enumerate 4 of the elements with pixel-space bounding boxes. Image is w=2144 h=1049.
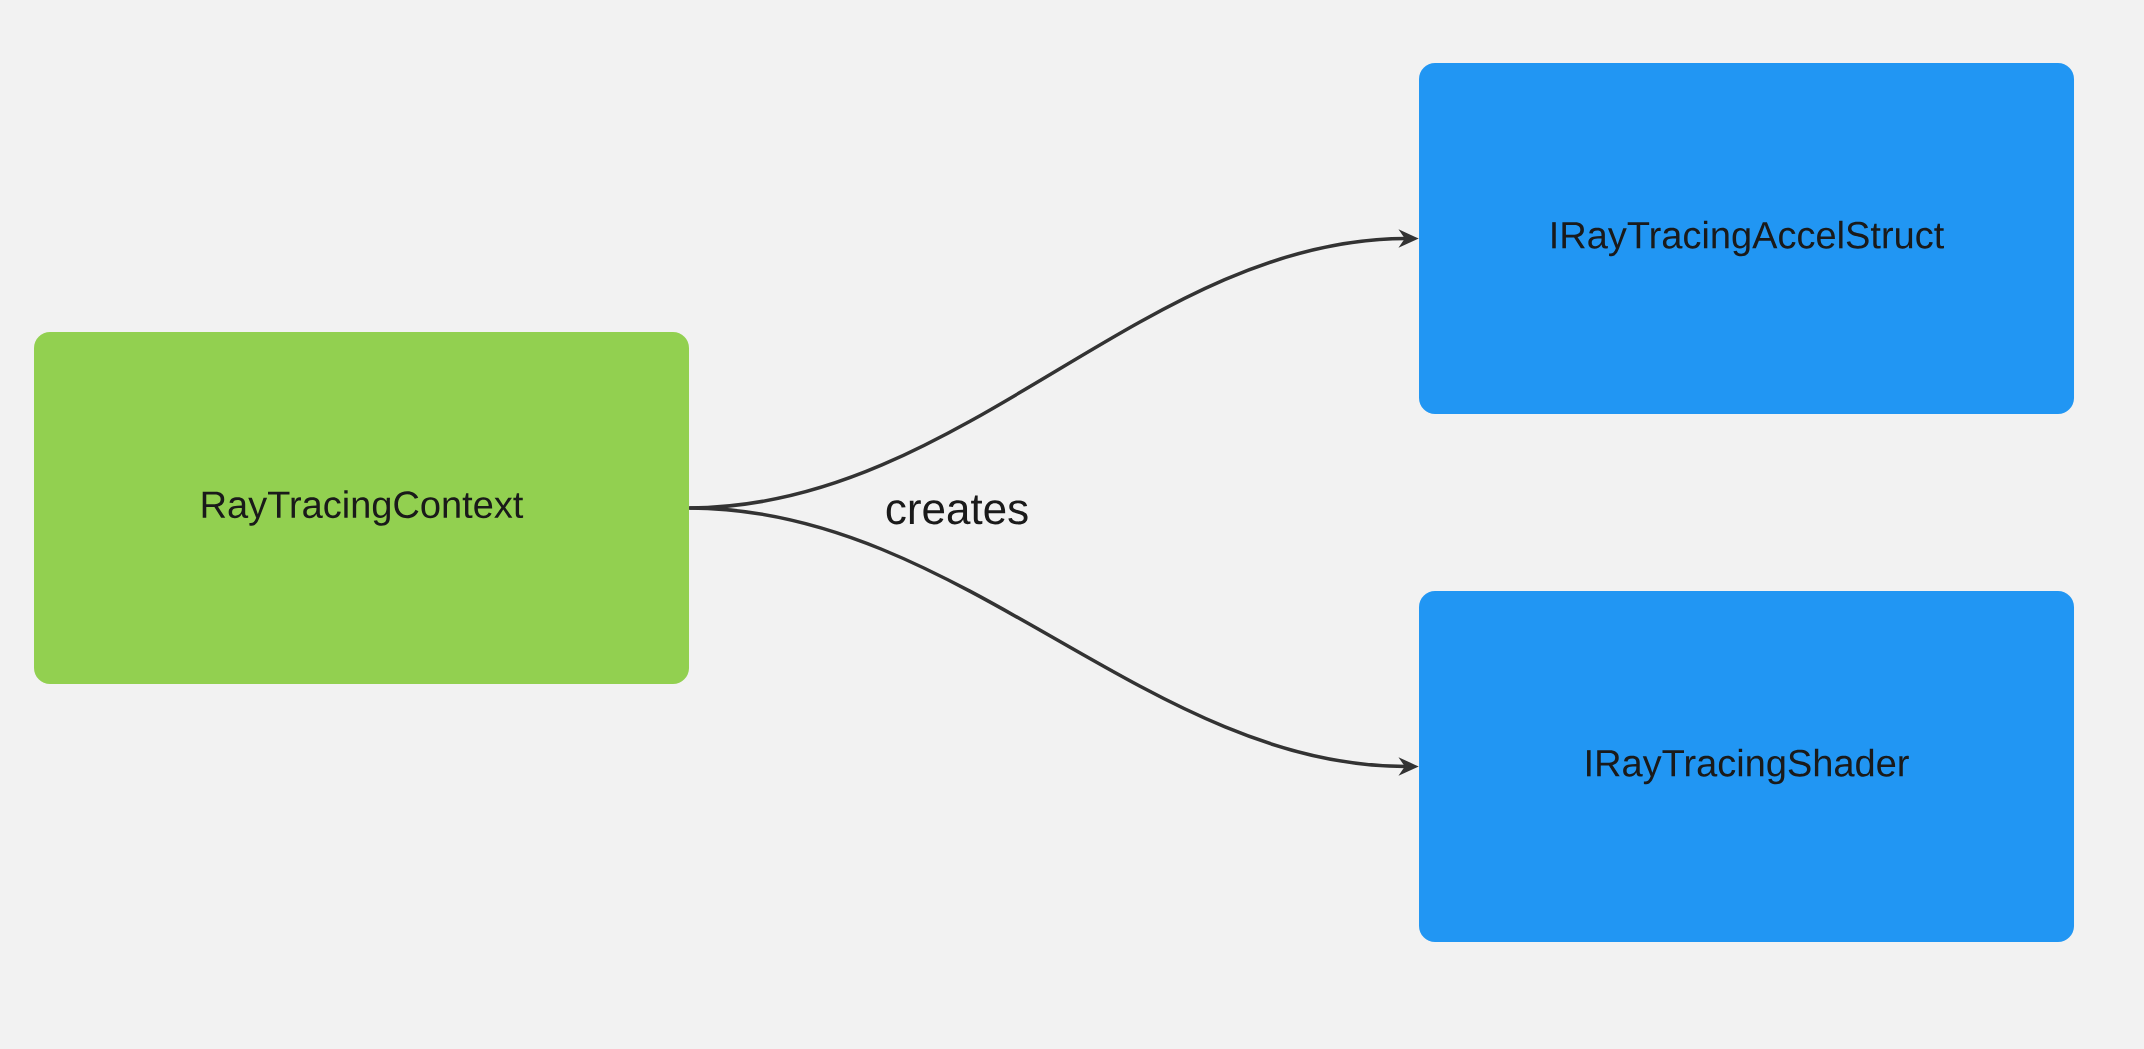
process-box: IRayTracingAccelStruct xyxy=(1419,63,2074,414)
edge-label: creates xyxy=(881,492,1033,528)
process-box: RayTracingContext xyxy=(34,332,689,684)
process-box: IRayTracingShader xyxy=(1419,591,2074,942)
